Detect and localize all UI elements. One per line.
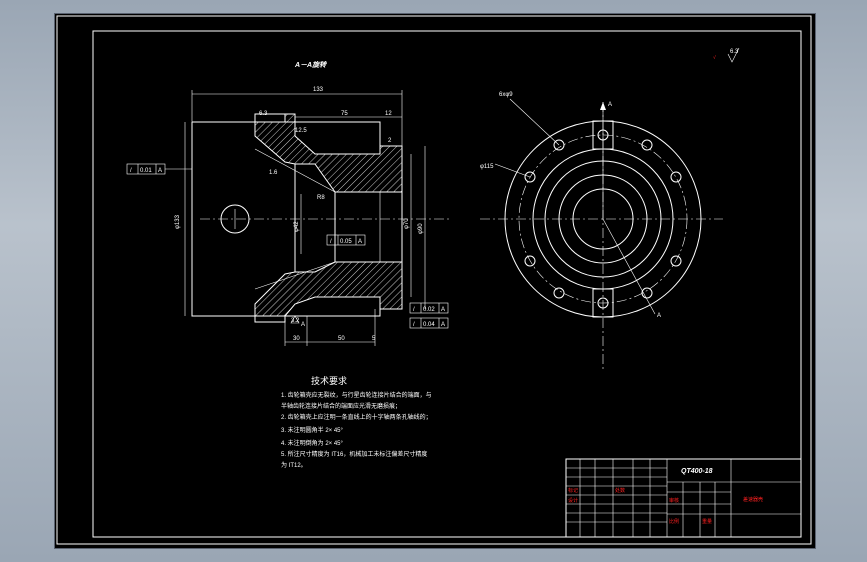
drawing-sheet: √ 6.3 A－A旋转 133 75 12 2 bbox=[56, 15, 812, 545]
bolt-hole bbox=[641, 287, 653, 299]
dim-12: 12 bbox=[385, 111, 392, 117]
note-line: 1. 齿轮箱壳应无裂纹，与行星齿轮连接片结合的端面，与 bbox=[281, 391, 432, 399]
dim-30: 30 bbox=[293, 336, 300, 342]
bolt-hole bbox=[641, 139, 653, 151]
gdt-1-value: 0.01 bbox=[140, 168, 152, 174]
dim-phi-right: φ90 bbox=[418, 223, 424, 234]
bolt-hole bbox=[553, 139, 565, 151]
notes-title: 技术要求 bbox=[311, 375, 347, 386]
tb-label-a: 标记 bbox=[568, 487, 578, 494]
dim-75: 75 bbox=[341, 111, 348, 117]
note-line: 2. 齿轮箱壳上应注明一条直线上的十字轴两条孔轴线的； bbox=[281, 413, 432, 421]
bolt-hole bbox=[597, 297, 609, 309]
svg-text:/: / bbox=[413, 322, 415, 328]
datum-a: A bbox=[290, 315, 305, 328]
datum-a-label: A bbox=[301, 322, 305, 328]
gdt-3-value: 0.02 bbox=[423, 307, 435, 313]
gdt-frame-1: / 0.01 A bbox=[126, 163, 192, 175]
gdt-4-ref: A bbox=[441, 322, 445, 328]
gdt-2-ref: A bbox=[358, 239, 362, 245]
outer-border bbox=[56, 15, 812, 545]
section-view: 133 75 12 2 φ133 φ90 φ70 φ42 6.3 1.6 12.… bbox=[175, 87, 450, 346]
gdt-3-ref: A bbox=[441, 307, 445, 313]
section-marker-top: A bbox=[608, 102, 612, 108]
slot-bottom bbox=[592, 288, 614, 318]
note-line: 半轴齿轮连接片结合的端面应光滑无磨损痕； bbox=[281, 402, 401, 410]
note-line: 4. 未注明倒角为 2× 45° bbox=[281, 439, 344, 447]
dim-2: 2 bbox=[388, 138, 392, 144]
gdt-frame-4: / 0.04 A bbox=[409, 317, 449, 329]
gdt-frame-3: / 0.02 A bbox=[409, 302, 449, 314]
title-block: QT400-18 差速器壳 标记 处数 设计 审核 比例 重量 bbox=[565, 458, 802, 538]
bolt-hole bbox=[670, 171, 682, 183]
note-line: 为 IT12。 bbox=[281, 461, 307, 469]
dim-50: 50 bbox=[338, 336, 345, 342]
svg-text:/: / bbox=[130, 168, 132, 174]
roughness-a: 6.3 bbox=[259, 111, 268, 117]
pcd-callout: φ115 bbox=[480, 164, 494, 170]
cad-viewport[interactable]: √ 6.3 A－A旋转 133 75 12 2 bbox=[55, 14, 815, 548]
gdt-frame-2: / 0.05 A bbox=[326, 234, 366, 246]
technical-notes: 技术要求 1. 齿轮箱壳应无裂纹，与行星齿轮连接片结合的端面，与 半轴齿轮连接片… bbox=[281, 375, 432, 469]
tb-label-c: 设计 bbox=[568, 497, 578, 504]
drawing-frame bbox=[92, 30, 802, 538]
roughness-mark: √ bbox=[713, 54, 716, 61]
hole-callout: 6xφ9 bbox=[499, 92, 513, 98]
cross-hole bbox=[220, 204, 250, 234]
dim-5: 5 bbox=[372, 336, 376, 342]
roughness-symbol: √ 6.3 bbox=[713, 47, 740, 63]
roughness-value: 6.3 bbox=[730, 49, 739, 55]
svg-text:/: / bbox=[413, 307, 415, 313]
gdt-4-value: 0.04 bbox=[423, 322, 435, 328]
svg-text:/: / bbox=[330, 239, 332, 245]
gdt-2-value: 0.05 bbox=[340, 239, 352, 245]
dim-phi-inner: φ42 bbox=[294, 221, 300, 232]
bolt-hole bbox=[524, 255, 536, 267]
section-marker-bottom: A bbox=[657, 313, 661, 319]
note-line: 3. 未注明圆角半 2× 45° bbox=[281, 426, 344, 434]
drawing-name: 差速器壳 bbox=[743, 496, 763, 503]
roughness-c: 12.5 bbox=[295, 128, 307, 134]
gdt-1-ref: A bbox=[158, 168, 162, 174]
roughness-d: 3.2 bbox=[291, 318, 300, 324]
bolt-circle bbox=[518, 134, 688, 304]
bolt-hole bbox=[553, 287, 565, 299]
tb-label-d: 审核 bbox=[669, 497, 679, 504]
dim-phi-mid: φ70 bbox=[404, 218, 410, 229]
section-title: A－A旋转 bbox=[294, 60, 327, 69]
radius-r8: R8 bbox=[317, 195, 325, 201]
part-material: QT400-18 bbox=[681, 468, 713, 475]
bolt-hole bbox=[670, 255, 682, 267]
roughness-b: 1.6 bbox=[269, 170, 278, 176]
bolt-hole bbox=[524, 171, 536, 183]
tb-label-b: 处数 bbox=[615, 487, 625, 494]
dim-phi-outer: φ133 bbox=[175, 214, 181, 229]
front-view: A A 6xφ9 φ115 bbox=[480, 92, 723, 369]
tb-label-f: 重量 bbox=[702, 518, 712, 525]
note-line: 5. 所注尺寸精度为 IT16，机械加工未标注偏差尺寸精度 bbox=[281, 450, 427, 458]
dim-133: 133 bbox=[313, 87, 324, 93]
tb-label-e: 比例 bbox=[669, 518, 679, 525]
